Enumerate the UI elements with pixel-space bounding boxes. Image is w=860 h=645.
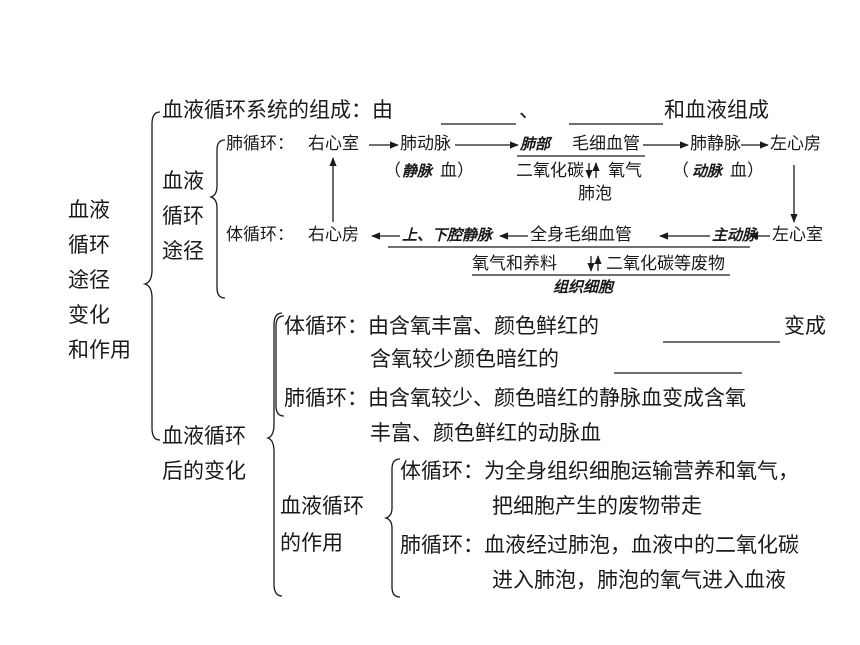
brace-change-detail xyxy=(275,315,285,417)
function-pulmonary-text1: 血液经过肺泡，血液中的二氧化碳 xyxy=(484,533,799,557)
right-ventricle: 右心室 xyxy=(308,134,359,154)
change-systemic-text1-end: 变成 xyxy=(784,314,826,338)
function-label-2: 的作用 xyxy=(280,531,343,555)
brace-function xyxy=(383,458,401,598)
composition-prefix: 血液循环系统的组成：由 xyxy=(162,98,393,122)
pulmonary-vein: 肺静脉 xyxy=(690,134,741,154)
pathway-label-1: 血液 xyxy=(162,169,204,193)
lung-capillary-bold: 肺部 xyxy=(520,135,551,153)
alveoli-label: 肺泡 xyxy=(578,184,612,204)
function-systemic-text1: 为全身组织细胞运输营养和氧气， xyxy=(484,459,799,483)
tissue-cells: 组织细胞 xyxy=(553,278,614,296)
function-systemic-label: 体循环： xyxy=(400,459,484,483)
venous-note-bold: 静脉 xyxy=(402,162,433,180)
change-systemic-label: 体循环： xyxy=(284,314,368,338)
left-ventricle: 左心室 xyxy=(772,225,823,245)
systemic-label: 体循环： xyxy=(226,225,294,245)
left-atrium: 左心房 xyxy=(770,134,821,154)
after-change-label-1: 血液循环 xyxy=(162,424,246,448)
aorta: 主动脉 xyxy=(712,226,758,244)
pulmonary-label: 肺循环： xyxy=(226,134,294,154)
function-label-1: 血液循环 xyxy=(280,494,364,518)
venous-note-open: （ xyxy=(384,161,401,181)
right-atrium: 右心房 xyxy=(308,225,359,245)
composition-suffix: 和血液组成 xyxy=(664,98,769,122)
composition-separator: 、 xyxy=(519,98,540,122)
venous-note-rest: 血） xyxy=(440,161,474,181)
pathway-label-2: 循环 xyxy=(162,204,204,228)
brace-main xyxy=(142,111,161,441)
change-pulmonary-text1: 由含氧较少、颜色暗红的静脉血变成含氧 xyxy=(368,386,746,410)
function-pulmonary-text2: 进入肺泡，肺泡的氧气进入血液 xyxy=(492,568,786,592)
arterial-note-rest: 血） xyxy=(730,161,764,181)
lung-capillary-rest: 毛细血管 xyxy=(572,134,640,154)
change-systemic-text1: 由含氧丰富、颜色鲜红的 xyxy=(368,314,599,338)
arterial-note-open: （ xyxy=(672,161,689,181)
left-title-5: 和作用 xyxy=(68,338,131,362)
nutrients-label: 氧气和养料 xyxy=(472,254,557,274)
left-title-1: 血液 xyxy=(68,198,110,222)
left-title-3: 途径 xyxy=(68,268,110,292)
pulmonary-artery: 肺动脉 xyxy=(400,134,451,154)
left-title-4: 变化 xyxy=(68,303,110,327)
function-systemic-text2: 把细胞产生的废物带走 xyxy=(492,494,702,518)
change-pulmonary-label: 肺循环： xyxy=(284,386,368,410)
co2-label: 二氧化碳 xyxy=(516,161,584,181)
brace-pathway xyxy=(208,139,226,299)
function-pulmonary-label: 肺循环： xyxy=(400,533,484,557)
waste-label: 二氧化碳等废物 xyxy=(606,254,725,274)
change-pulmonary-text2: 丰富、颜色鲜红的动脉血 xyxy=(370,421,601,445)
vena-cava: 上、下腔静脉 xyxy=(402,226,493,244)
left-title-2: 循环 xyxy=(68,233,110,257)
o2-label: 氧气 xyxy=(608,161,642,181)
arterial-note-bold: 动脉 xyxy=(692,162,723,180)
pathway-label-3: 途径 xyxy=(162,239,204,263)
change-systemic-text2: 含氧较少颜色暗红的 xyxy=(370,347,559,371)
body-capillaries: 全身毛细血管 xyxy=(530,225,632,245)
brace-after-change xyxy=(265,312,283,597)
after-change-label-2: 后的变化 xyxy=(162,459,246,483)
